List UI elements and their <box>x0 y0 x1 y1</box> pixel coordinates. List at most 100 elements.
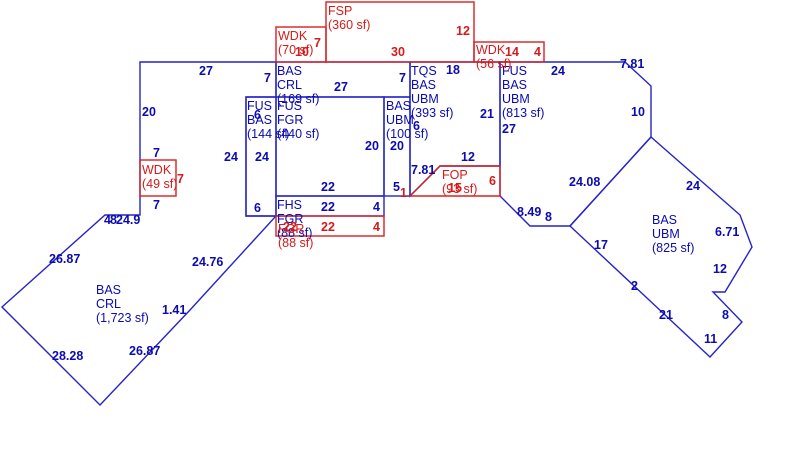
tqs-size: (393 sf) <box>411 106 453 120</box>
wdk-49-code: WDK <box>142 163 172 177</box>
fop-93-outline <box>408 165 501 197</box>
dim: 14 <box>505 45 519 59</box>
bas-crl-top-size: (169 sf) <box>277 92 319 106</box>
fus-bas-ubm-name: BAS <box>502 78 527 92</box>
dim: 12 <box>461 150 475 164</box>
bas-crl-top-name: CRL <box>277 78 302 92</box>
fus-bas-ubm-size: (813 sf) <box>502 106 544 120</box>
bas-ubm-825-size: (825 sf) <box>652 241 694 255</box>
bas-crl-big-name: CRL <box>96 297 121 311</box>
bas-crl-top-code: BAS <box>277 64 302 78</box>
dim: 27 <box>334 80 348 94</box>
fhs-fgr-name: FGR <box>277 212 303 226</box>
fop-93-size: (93 sf) <box>442 182 477 196</box>
fus-bas-ubm-code: FUS <box>502 64 527 78</box>
dim: 7.81 <box>620 57 644 71</box>
dim: 21 <box>659 308 673 322</box>
dim: 20 <box>142 105 156 119</box>
tqs-name: BAS <box>411 78 436 92</box>
dim: 24 <box>551 64 565 78</box>
fus-bas-name: BAS <box>247 113 272 127</box>
dim: 12 <box>713 262 727 276</box>
fus-bas-ubm-name2: UBM <box>502 92 530 106</box>
dim: 27 <box>199 64 213 78</box>
dim: 7 <box>177 172 184 186</box>
dim: 27 <box>502 122 516 136</box>
wdk-49-size: (49 sf) <box>142 177 177 191</box>
dim: 22 <box>321 220 335 234</box>
dim: 20 <box>365 139 379 153</box>
dim: 1.41 <box>162 303 186 317</box>
dim: 24.08 <box>569 175 600 189</box>
dim: 15 <box>448 181 462 195</box>
fhs-fgr-code: FHS <box>277 198 302 212</box>
dim: 26.87 <box>49 252 80 266</box>
bas-crl-big-size: (1,723 sf) <box>96 311 149 325</box>
fgr-88-code: FGR <box>278 222 304 236</box>
dim: 7.81 <box>411 163 435 177</box>
dim: 6 <box>254 201 261 215</box>
dim: 18 <box>446 63 460 77</box>
bas-ubm-825-outline <box>569 136 753 358</box>
fus-fgr-code: FUS <box>277 99 302 113</box>
dim: 24.76 <box>192 255 223 269</box>
fgr-88-outline <box>275 215 385 237</box>
fus-bas-code: FUS <box>247 99 272 113</box>
bas-ubm-825-name: UBM <box>652 227 680 241</box>
wdk-56-code: WDK <box>476 43 506 57</box>
wdk-56-size: (56 sf) <box>476 57 511 71</box>
dim: 1 <box>400 186 407 200</box>
dim: 11 <box>704 332 717 346</box>
tqs-code: TQS <box>411 64 437 78</box>
exterior-labels: WDK (49 sf) WDK (70 sf) FSP (360 sf) WDK… <box>142 4 511 250</box>
fgr-88-size: (88 sf) <box>278 236 313 250</box>
fsp-360-outline <box>325 1 475 63</box>
dim: 24 <box>224 150 238 164</box>
area-labels: BAS CRL (1,723 sf) BAS CRL (169 sf) FUS … <box>96 64 694 325</box>
tqs-name2: UBM <box>411 92 439 106</box>
dim: 28.28 <box>52 349 83 363</box>
dim: 30 <box>391 45 405 59</box>
dim: 8 <box>545 210 552 224</box>
dim: 7 <box>399 71 406 85</box>
dim: 17 <box>594 238 608 252</box>
bas-ubm-100-code: BAS <box>386 99 411 113</box>
fhs-fgr-size: (88 sf) <box>277 226 312 240</box>
dim: 22 <box>321 180 335 194</box>
dim: 7 <box>153 198 160 212</box>
fus-bas-size: (144 sf) <box>247 127 289 141</box>
dim: 4 <box>104 213 111 227</box>
bas-ubm-825-code: BAS <box>652 213 677 227</box>
dimension-labels: 27 7 20 7 7 4 8 24.9 26.87 24.76 1.41 28… <box>49 57 739 363</box>
bas-ubm-100-name: UBM <box>386 113 414 127</box>
dim: 10 <box>295 45 309 59</box>
dim: 8.49 <box>517 205 541 219</box>
dim: 26.87 <box>129 344 160 358</box>
dim: 24 <box>686 179 700 193</box>
dim: 24.9 <box>116 213 140 227</box>
dim: 7 <box>264 71 271 85</box>
exterior-area-outlines <box>139 1 545 237</box>
dim: 8 <box>722 308 729 322</box>
dim: 21 <box>480 107 494 121</box>
fsp-360-size: (360 sf) <box>328 18 370 32</box>
fus-fgr-name: FGR <box>277 113 303 127</box>
dim: 2 <box>631 279 638 293</box>
dim: 22 <box>283 220 297 234</box>
fop-93-code: FOP <box>442 168 468 182</box>
dim: 6 <box>254 108 261 122</box>
dim: 5 <box>393 180 400 194</box>
dim: 7 <box>314 36 321 50</box>
dim: 24 <box>255 150 269 164</box>
dim: 8 <box>110 213 117 227</box>
dim: 12 <box>456 24 470 38</box>
wdk-49-outline <box>139 159 177 197</box>
bas-crl-big-code: BAS <box>96 283 121 297</box>
dim: 22 <box>321 200 335 214</box>
dim: 7 <box>153 146 160 160</box>
main-area-outlines <box>0 61 753 407</box>
exterior-dimension-labels: 7 7 10 12 30 14 4 6 15 1 22 4 22 <box>177 24 541 234</box>
wdk-70-code: WDK <box>278 29 308 43</box>
wdk-70-size: (70 sf) <box>278 43 313 57</box>
